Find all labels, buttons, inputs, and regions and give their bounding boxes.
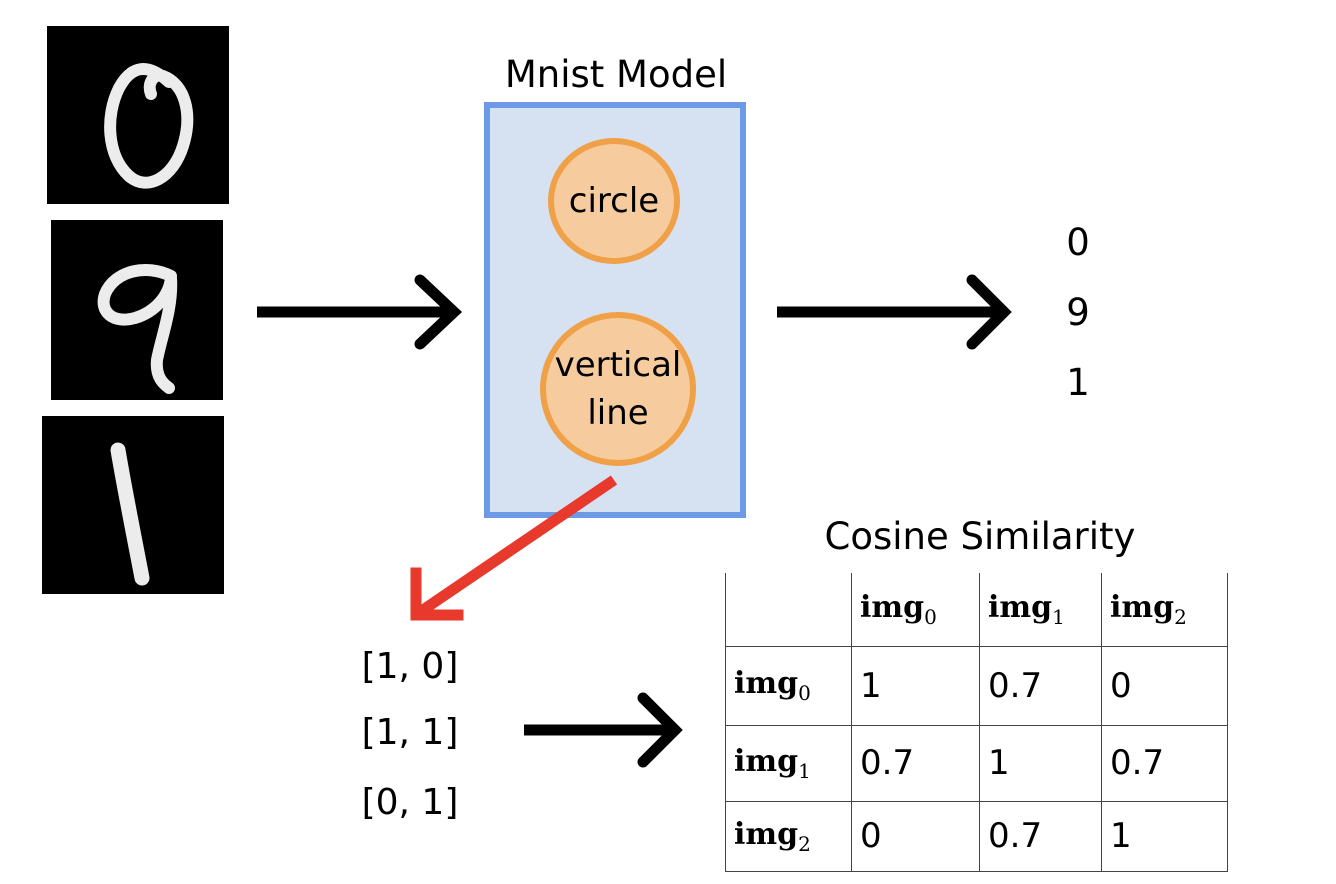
similarity-cell: 0.7 <box>851 724 980 802</box>
table-corner-cell <box>725 573 852 647</box>
concept-extraction-arrow <box>410 475 618 621</box>
column-header: img0 <box>851 573 980 647</box>
concept-label-circle: circle <box>568 181 660 221</box>
concept-node-vertical-line: vertical line <box>540 312 696 466</box>
output-digit-2: 1 <box>1066 361 1090 404</box>
table-row: img2 0 0.7 1 <box>725 800 1228 872</box>
concept-vector-1: [1, 1] <box>361 712 459 753</box>
digit-zero-drawing <box>104 63 194 189</box>
input-to-model-arrow <box>257 274 463 350</box>
similarity-cell: 0.7 <box>979 800 1102 872</box>
output-digit-0: 0 <box>1066 221 1090 264</box>
similarity-cell: 0.7 <box>979 645 1102 726</box>
model-to-output-arrow <box>777 274 1012 350</box>
output-digit-1: 9 <box>1066 291 1090 334</box>
column-header: img1 <box>979 573 1102 647</box>
row-header: img2 <box>725 800 852 872</box>
row-header: img0 <box>725 645 852 726</box>
cosine-similarity-table: img0 img1 img2 img0 1 0.7 0 img1 0.7 1 0… <box>725 573 1228 872</box>
table-row: img1 0.7 1 0.7 <box>725 724 1228 802</box>
model-title: Mnist Model <box>504 53 728 96</box>
mnist-image-0 <box>47 26 229 204</box>
similarity-cell: 0.7 <box>1101 724 1228 802</box>
concept-label-vertical-line: vertical line <box>554 345 682 433</box>
similarity-cell: 1 <box>1101 800 1228 872</box>
digit-one-drawing <box>110 442 150 586</box>
vectors-to-table-arrow <box>524 692 683 768</box>
table-header-row: img0 img1 img2 <box>725 573 1228 647</box>
digit-nine-drawing <box>97 264 178 394</box>
similarity-cell: 1 <box>851 645 980 726</box>
similarity-cell: 0 <box>851 800 980 872</box>
concept-node-circle: circle <box>548 138 680 264</box>
concept-vector-0: [1, 0] <box>361 646 459 687</box>
row-header: img1 <box>725 724 852 802</box>
table-row: img0 1 0.7 0 <box>725 645 1228 726</box>
mnist-image-2 <box>42 416 224 594</box>
column-header: img2 <box>1101 573 1228 647</box>
similarity-table-title: Cosine Similarity <box>824 515 1136 558</box>
concept-vector-2: [0, 1] <box>361 782 459 823</box>
similarity-cell: 1 <box>979 724 1102 802</box>
mnist-image-1 <box>51 220 223 400</box>
similarity-cell: 0 <box>1101 645 1228 726</box>
